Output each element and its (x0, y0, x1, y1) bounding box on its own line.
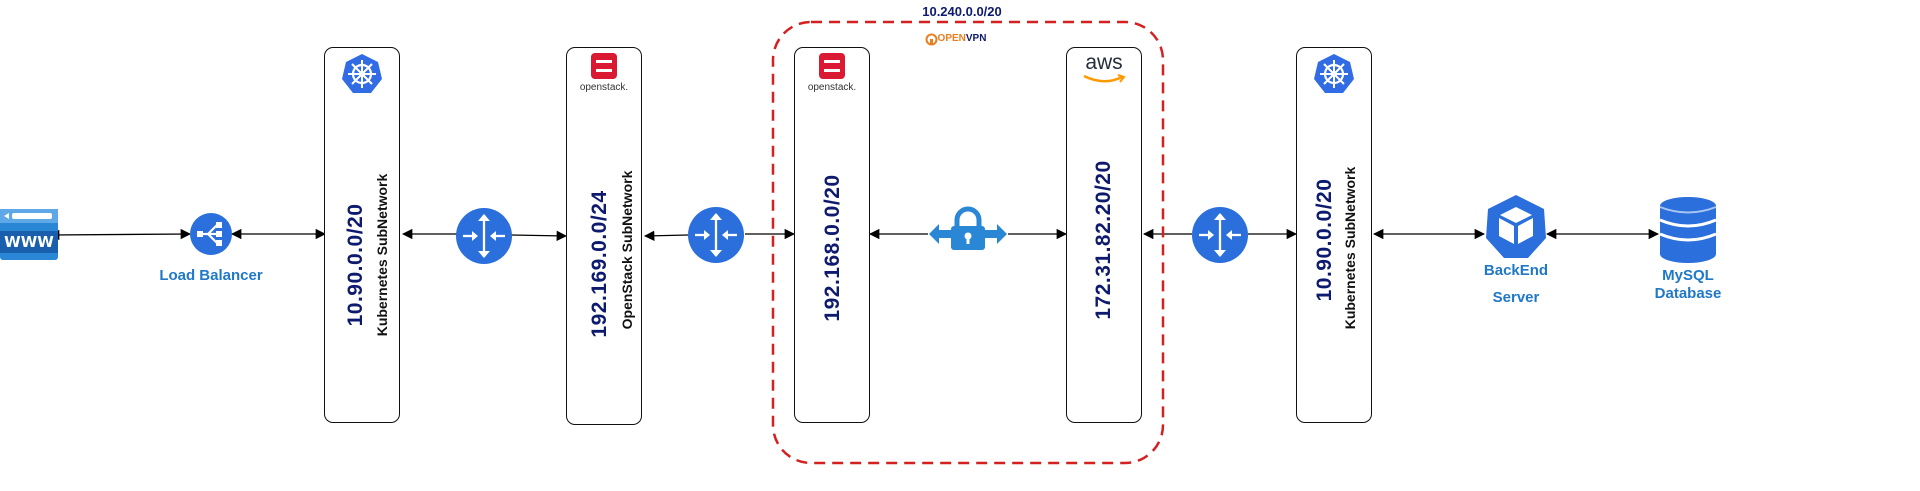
aws-ip: 172.31.82.20/20 (1092, 160, 1115, 320)
load-balancer-node (189, 211, 233, 262)
k8s-left-logo (340, 52, 384, 101)
openstack-subnet-ip: 192.169.0.0/24 (588, 190, 611, 338)
kubernetes-icon (1314, 54, 1354, 93)
aws-smile-icon (1083, 74, 1126, 83)
connector-www-lb (48, 228, 192, 241)
router-2 (687, 206, 745, 269)
openvpn-icon (925, 33, 938, 46)
openstack-subnet-box (566, 47, 642, 425)
router-icon (456, 208, 512, 264)
vpn-zone-border (771, 20, 1165, 465)
browser-icon (0, 209, 58, 260)
backend-label-line1: BackEnd (1483, 262, 1549, 279)
backend-node (1484, 194, 1548, 265)
k8s-right-ip: 10.90.0.0/20 (1313, 178, 1336, 302)
router-3 (1191, 206, 1249, 269)
database-icon (1659, 197, 1717, 263)
openstack-wordmark-2: openstack. (807, 82, 857, 93)
k8s-right-logo (1312, 52, 1356, 101)
lock-icon (929, 206, 1007, 250)
www-label: WWW (4, 233, 54, 251)
vpn-tunnel (927, 206, 1009, 257)
mysql-label-line2: Database (1654, 285, 1722, 302)
k8s-right-name: Kubernetes SubNetwork (1342, 166, 1358, 330)
aws-logo: aws (1080, 52, 1128, 84)
k8s-subnet-left-box (324, 47, 400, 423)
openvpn-wordmark: OPENVPN (938, 33, 987, 44)
openstack-icon (591, 53, 617, 79)
openvpn-vpn-text: VPN (965, 33, 987, 44)
www-node: WWW (0, 209, 60, 266)
k8s-left-name: Kubernetes SubNetwork (374, 173, 390, 337)
backend-label-line2: Server (1492, 289, 1540, 306)
mysql-label-line1: MySQL (1662, 267, 1714, 284)
kubernetes-icon (342, 54, 382, 93)
connector-openstack-router2 (643, 230, 689, 241)
router-icon (688, 207, 744, 263)
openstack-logo-2 (818, 52, 846, 85)
openstack-vpn-ip: 192.168.0.0/20 (821, 174, 844, 322)
openstack-icon (819, 53, 845, 79)
aws-wordmark: aws (1085, 51, 1123, 74)
mysql-node (1658, 196, 1718, 269)
router-1 (455, 207, 513, 270)
load-balancer-icon (190, 213, 232, 255)
openvpn-open-text: OPEN (937, 33, 966, 44)
vpn-zone-cidr: 10.240.0.0/20 (922, 4, 1002, 19)
openstack-vpn-box (794, 47, 870, 423)
cube-icon (1486, 195, 1546, 258)
openstack-wordmark-1: openstack. (579, 82, 629, 93)
aws-box (1066, 47, 1142, 423)
router-icon (1192, 207, 1248, 263)
k8s-subnet-right-box (1296, 47, 1372, 423)
load-balancer-label: Load Balancer (159, 267, 263, 284)
openstack-logo-1 (590, 52, 618, 85)
openstack-subnet-name: OpenStack SubNetwork (619, 170, 635, 330)
connector-router1-openstack (510, 230, 568, 242)
k8s-left-ip: 10.90.0.0/20 (344, 203, 367, 327)
openvpn-logo (925, 33, 938, 51)
